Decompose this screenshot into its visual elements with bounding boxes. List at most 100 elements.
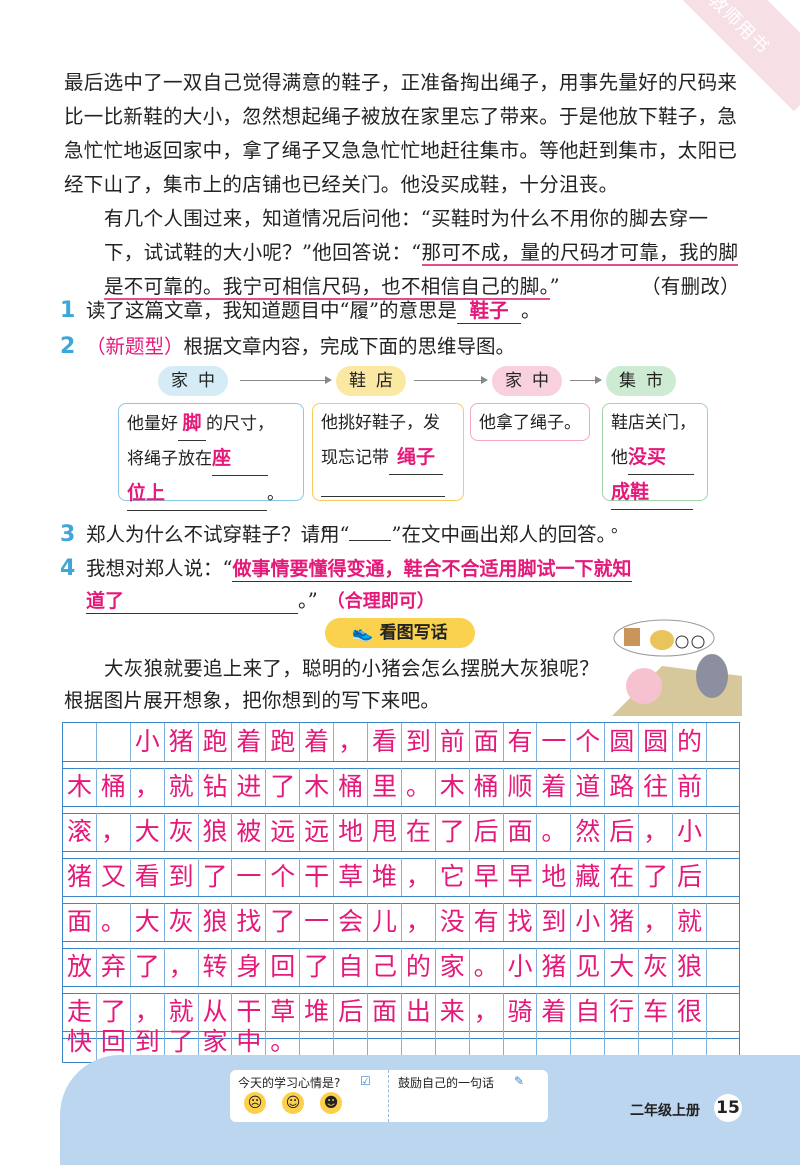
- grid-cell[interactable]: 道: [571, 768, 606, 806]
- grid-cell[interactable]: 着: [300, 723, 335, 761]
- grid-cell[interactable]: 狼: [199, 903, 233, 941]
- grid-cell[interactable]: 骑: [504, 993, 538, 1031]
- grid-cell[interactable]: 没: [436, 903, 470, 941]
- grid-cell[interactable]: [470, 1023, 504, 1061]
- grid-cell[interactable]: 了: [266, 768, 301, 806]
- grid-cell[interactable]: [368, 1023, 402, 1061]
- grid-cell[interactable]: 回: [266, 948, 301, 986]
- grid-cell[interactable]: 又: [97, 858, 131, 896]
- grid-cell[interactable]: ，: [639, 903, 674, 941]
- grid-cell[interactable]: [334, 1023, 369, 1061]
- grid-cell[interactable]: 跑: [199, 723, 233, 761]
- grid-cell[interactable]: 藏: [571, 858, 606, 896]
- grid-cell[interactable]: 钻: [199, 768, 233, 806]
- grid-cell[interactable]: 甩: [368, 813, 402, 851]
- grid-cell[interactable]: 猪: [537, 948, 572, 986]
- grid-cell[interactable]: 看: [368, 723, 402, 761]
- grid-cell[interactable]: 滚: [63, 813, 97, 851]
- grid-cell[interactable]: 行: [605, 993, 640, 1031]
- grid-cell[interactable]: 着: [537, 768, 572, 806]
- grid-cell[interactable]: 地: [537, 858, 572, 896]
- grid-cell[interactable]: 跑: [266, 723, 301, 761]
- grid-cell[interactable]: 有: [470, 903, 504, 941]
- answer-field[interactable]: 没买: [628, 440, 694, 475]
- grid-cell[interactable]: ，: [402, 858, 436, 896]
- grid-cell[interactable]: 木: [63, 768, 97, 806]
- grid-cell[interactable]: 个: [571, 723, 606, 761]
- grid-cell[interactable]: 远: [300, 813, 335, 851]
- grid-cell[interactable]: ，: [402, 903, 436, 941]
- grid-cell[interactable]: 到: [131, 1023, 165, 1061]
- grid-cell[interactable]: 一: [300, 903, 335, 941]
- grid-cell[interactable]: 后: [334, 993, 369, 1031]
- answer-field[interactable]: 道了: [86, 586, 298, 614]
- grid-cell[interactable]: 然: [571, 813, 606, 851]
- grid-cell[interactable]: 见: [571, 948, 606, 986]
- neutral-face-icon[interactable]: ☺: [282, 1092, 304, 1114]
- grid-cell[interactable]: 早: [470, 858, 504, 896]
- grid-cell[interactable]: 大: [131, 903, 165, 941]
- answer-field[interactable]: 成鞋: [611, 475, 693, 510]
- grid-cell[interactable]: 猪: [605, 903, 640, 941]
- grid-cell[interactable]: 看: [131, 858, 165, 896]
- grid-cell[interactable]: ，: [639, 813, 674, 851]
- grid-cell[interactable]: 顺: [504, 768, 538, 806]
- grid-cell[interactable]: 儿: [368, 903, 402, 941]
- grid-cell[interactable]: 圆: [639, 723, 674, 761]
- grid-cell[interactable]: 木: [300, 768, 335, 806]
- grid-cell[interactable]: 灰: [165, 903, 199, 941]
- grid-cell[interactable]: 大: [605, 948, 640, 986]
- grid-cell[interactable]: 一: [232, 858, 267, 896]
- grid-cell[interactable]: 面: [504, 813, 538, 851]
- grid-cell[interactable]: 放: [63, 948, 97, 986]
- grid-cell[interactable]: 在: [402, 813, 436, 851]
- grid-cell[interactable]: 到: [165, 858, 199, 896]
- grid-cell[interactable]: 桶: [470, 768, 504, 806]
- grid-cell[interactable]: 路: [605, 768, 640, 806]
- grid-cell[interactable]: 小: [673, 813, 707, 851]
- grid-cell[interactable]: 桶: [97, 768, 131, 806]
- grid-cell[interactable]: 。: [266, 1023, 301, 1061]
- grid-cell[interactable]: 快: [63, 1023, 97, 1061]
- grid-cell[interactable]: 。: [470, 948, 504, 986]
- grid-cell[interactable]: 走: [63, 993, 97, 1031]
- grid-cell[interactable]: 家: [436, 948, 470, 986]
- grid-cell[interactable]: [707, 858, 741, 896]
- answer-field[interactable]: [321, 496, 445, 497]
- grid-cell[interactable]: 就: [673, 903, 707, 941]
- grid-cell[interactable]: [707, 948, 741, 986]
- grid-cell[interactable]: 了: [639, 858, 674, 896]
- grid-cell[interactable]: 早: [504, 858, 538, 896]
- grid-cell[interactable]: 自: [571, 993, 606, 1031]
- grid-cell[interactable]: 灰: [639, 948, 674, 986]
- grid-cell[interactable]: 就: [165, 993, 199, 1031]
- grid-cell[interactable]: 就: [165, 768, 199, 806]
- grid-cell[interactable]: 小: [571, 903, 606, 941]
- grid-cell[interactable]: [707, 723, 741, 761]
- grid-cell[interactable]: 家: [199, 1023, 233, 1061]
- grid-cell[interactable]: [436, 1023, 470, 1061]
- grid-cell[interactable]: 狼: [673, 948, 707, 986]
- grid-cell[interactable]: [707, 903, 741, 941]
- answer-field[interactable]: 做事情要懂得变通，鞋合不合适用脚试一下就知: [232, 554, 632, 582]
- grid-cell[interactable]: [605, 1023, 640, 1061]
- grid-cell[interactable]: 很: [673, 993, 707, 1031]
- grid-cell[interactable]: 了: [131, 948, 165, 986]
- grid-cell[interactable]: 它: [436, 858, 470, 896]
- grid-cell[interactable]: 找: [232, 903, 267, 941]
- grid-cell[interactable]: 回: [97, 1023, 131, 1061]
- grid-cell[interactable]: 了: [199, 858, 233, 896]
- grid-cell[interactable]: ，: [165, 948, 199, 986]
- grid-cell[interactable]: 了: [97, 993, 131, 1031]
- grid-cell[interactable]: 来: [436, 993, 470, 1031]
- answer-field[interactable]: 脚: [178, 406, 206, 441]
- grid-cell[interactable]: 车: [639, 993, 674, 1031]
- grid-cell[interactable]: 的: [673, 723, 707, 761]
- grid-cell[interactable]: 了: [436, 813, 470, 851]
- grid-cell[interactable]: 大: [131, 813, 165, 851]
- grid-cell[interactable]: 自: [334, 948, 369, 986]
- grid-cell[interactable]: 面: [368, 993, 402, 1031]
- grid-cell[interactable]: 圆: [605, 723, 640, 761]
- grid-cell[interactable]: 己: [368, 948, 402, 986]
- grid-cell[interactable]: 着: [537, 993, 572, 1031]
